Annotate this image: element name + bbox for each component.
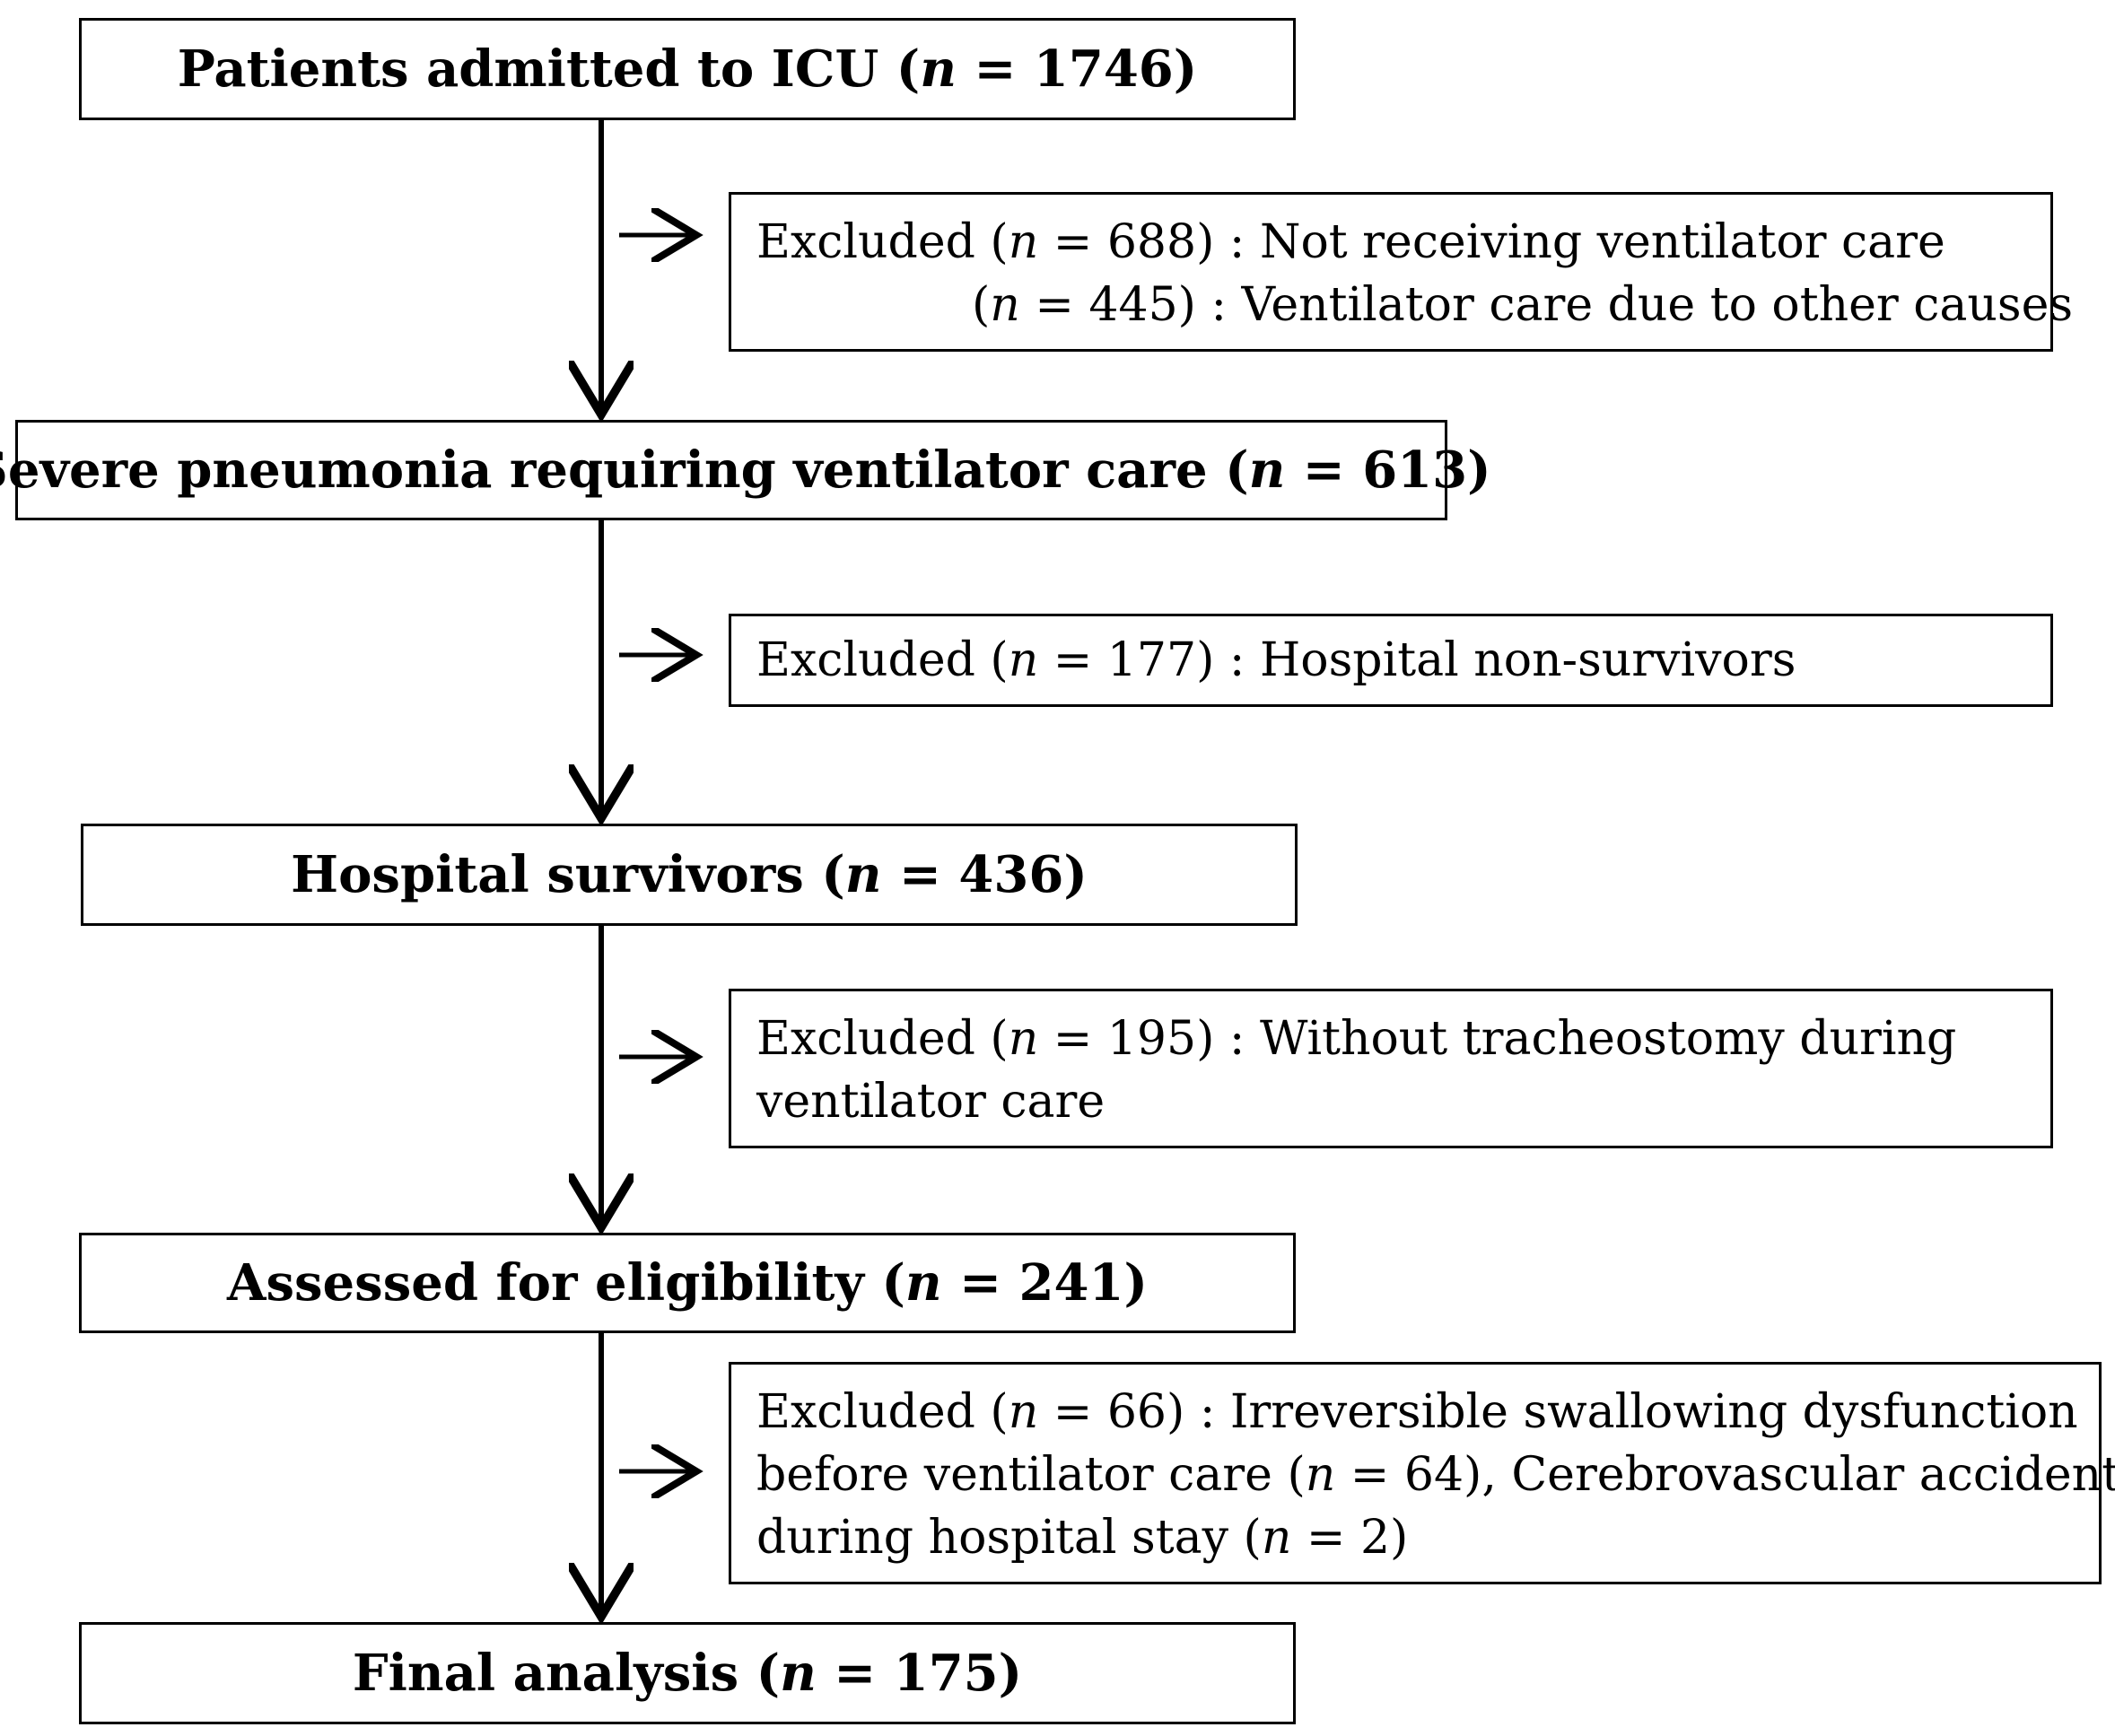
node-severe: Severe pneumonia requiring ventilator ca… (0, 420, 1491, 520)
node-survivors-label: Hospital survivors (n = 436) (291, 845, 1088, 904)
exclusion-1-line-1: Excluded (n = 688) : Not receiving venti… (756, 215, 1945, 269)
exclusion-box-1: Excluded (n = 688) : Not receiving venti… (729, 192, 2074, 352)
exclusion-4-line-3: during hospital stay (n = 2) (756, 1511, 1409, 1565)
exclusion-box-4: Excluded (n = 66) : Irreversible swallow… (729, 1362, 2115, 1584)
node-assessed-label: Assessed for eligibility (n = 241) (227, 1253, 1148, 1313)
exclusion-3-line-2: ventilator care (756, 1075, 1106, 1129)
node-admitted-label: Patients admitted to ICU (n = 1746) (177, 39, 1198, 99)
node-survivors: Hospital survivors (n = 436) (81, 824, 1298, 926)
exclusion-box-2: Excluded (n = 177) : Hospital non-surviv… (729, 614, 2053, 707)
exclusion-1-line-2: (n = 445) : Ventilator care due to other… (972, 278, 2074, 332)
exclusion-3-line-1: Excluded (n = 195) : Without tracheostom… (756, 1012, 1957, 1066)
node-final: Final analysis (n = 175) (79, 1622, 1296, 1724)
exclusion-box-3: Excluded (n = 195) : Without tracheostom… (729, 989, 2053, 1148)
node-final-label: Final analysis (n = 175) (352, 1644, 1023, 1703)
node-admitted: Patients admitted to ICU (n = 1746) (79, 18, 1296, 120)
exclusion-4-line-1: Excluded (n = 66) : Irreversible swallow… (756, 1385, 2078, 1439)
node-assessed: Assessed for eligibility (n = 241) (79, 1233, 1296, 1333)
node-severe-label: Severe pneumonia requiring ventilator ca… (0, 441, 1491, 500)
exclusion-4-line-2: before ventilator care (n = 64), Cerebro… (756, 1448, 2115, 1502)
exclusion-2-line-1: Excluded (n = 177) : Hospital non-surviv… (756, 633, 1796, 687)
